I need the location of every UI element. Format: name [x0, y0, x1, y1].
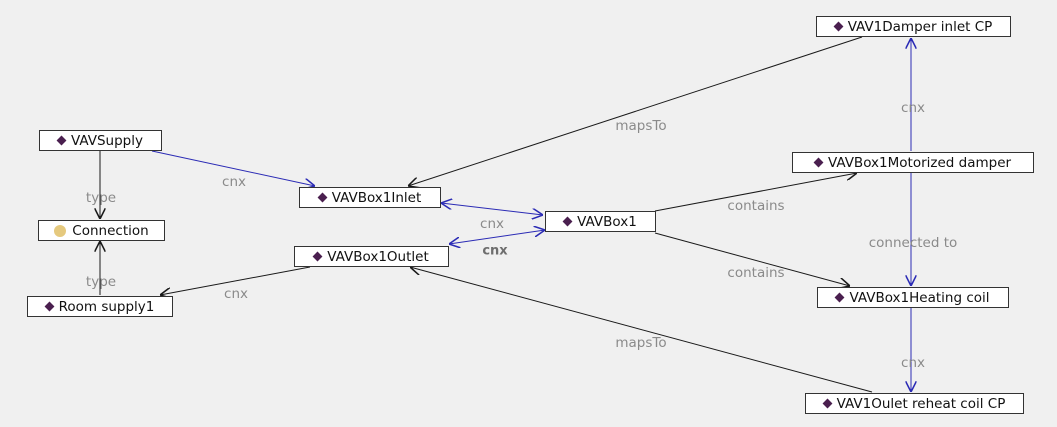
edge-label-cnx: cnx [482, 243, 508, 259]
node-label: Connection [72, 222, 149, 239]
edge-label-cnx: cnx [901, 100, 925, 116]
node-label: VAVBox1Heating coil [849, 289, 990, 306]
edge-label-cnx: cnx [480, 216, 504, 232]
edge-outlet-cnx-roomsupply [160, 266, 311, 295]
node-vavbox1[interactable]: VAVBox1 [545, 211, 656, 232]
node-label: VAVBox1Motorized damper [827, 154, 1012, 171]
node-label: VAV1Damper inlet CP [847, 18, 993, 35]
edge-vavsupply-cnx-inlet [151, 150, 315, 186]
edge-damperinlet-mapsto-inlet [408, 36, 863, 186]
edge-label-cnx: cnx [222, 174, 246, 190]
diamond-icon [822, 398, 833, 409]
node-label: VAVBox1Inlet [331, 189, 422, 206]
edge-reheatcp-mapsto-outlet [410, 267, 873, 393]
edge-label-type: type [85, 274, 117, 290]
node-vav1-damper-inlet-cp[interactable]: VAV1Damper inlet CP [816, 16, 1011, 37]
circle-icon [54, 224, 67, 237]
node-vavbox1-heating-coil[interactable]: VAVBox1Heating coil [817, 287, 1009, 308]
edge-label-cnx: cnx [224, 286, 248, 302]
edge-label-mapsto: mapsTo [615, 335, 667, 351]
edge-label-contains: contains [727, 265, 785, 281]
node-vavsupply[interactable]: VAVSupply [39, 130, 162, 151]
diamond-icon [312, 251, 323, 262]
diamond-icon [813, 157, 824, 168]
edge-vavbox1-contains-heating [654, 232, 850, 286]
diamond-icon [835, 292, 845, 303]
node-label: VAVBox1 [577, 213, 637, 230]
node-label: Room supply1 [58, 298, 155, 315]
diamond-icon [317, 192, 328, 203]
node-vavbox1-outlet[interactable]: VAVBox1Outlet [294, 246, 449, 267]
node-vavbox1-inlet[interactable]: VAVBox1Inlet [299, 187, 441, 208]
node-room-supply1[interactable]: Room supply1 [27, 296, 173, 317]
edge-label-type: type [85, 190, 117, 206]
edge-inlet-cnx-vavbox1 [441, 203, 543, 215]
edge-label-mapsto: mapsTo [615, 118, 667, 134]
node-connection[interactable]: Connection [38, 220, 165, 241]
edge-label-contains: contains [727, 198, 785, 214]
node-label: VAV1Oulet reheat coil CP [836, 395, 1006, 412]
edge-label-cnx: cnx [901, 355, 925, 371]
node-label: VAVSupply [71, 132, 143, 149]
diamond-icon [833, 21, 844, 32]
edge-vavbox1-contains-damper [654, 173, 857, 212]
diamond-icon [562, 216, 573, 227]
node-vavbox1-motorized-damper[interactable]: VAVBox1Motorized damper [792, 152, 1034, 173]
node-vav1-oulet-reheat-coil-cp[interactable]: VAV1Oulet reheat coil CP [805, 393, 1024, 414]
edge-label-connected-to: connected to [868, 235, 958, 251]
diamond-icon [44, 301, 55, 312]
node-label: VAVBox1Outlet [327, 248, 429, 265]
diamond-icon [56, 135, 67, 146]
edge-outlet-cnx-vavbox1 [449, 230, 545, 244]
